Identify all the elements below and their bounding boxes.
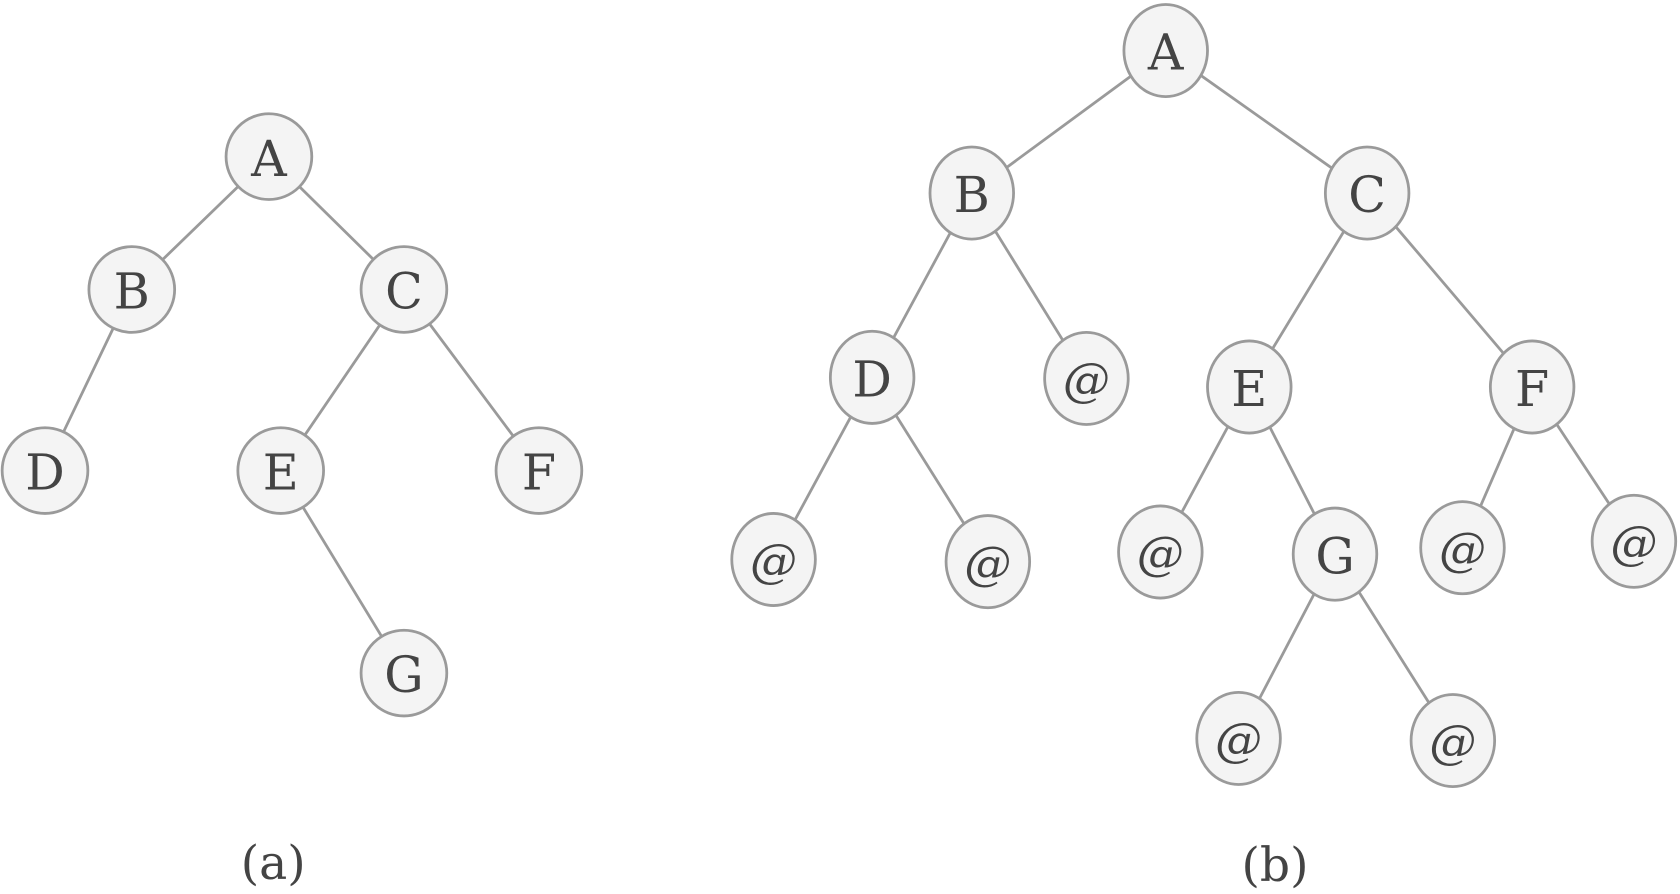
node-circle — [828, 329, 916, 425]
node-circle — [730, 512, 817, 607]
node-circle — [0, 426, 90, 515]
node-label: B — [114, 263, 150, 321]
node-label: B — [954, 166, 990, 224]
node-circle — [1122, 3, 1209, 99]
node-label: @ — [1137, 527, 1184, 582]
node-circle — [1195, 690, 1282, 786]
null-node: @ — [730, 512, 817, 607]
null-node: @ — [1409, 693, 1497, 789]
node-label: G — [384, 646, 423, 704]
node-circle — [87, 245, 177, 334]
null-node: @ — [1195, 690, 1282, 786]
node-circle — [1206, 339, 1293, 435]
node-label: A — [1147, 24, 1185, 82]
node-label: C — [1348, 166, 1386, 224]
tree-node-G: G — [359, 628, 449, 718]
node-circle — [928, 145, 1015, 241]
node-label: D — [852, 351, 892, 409]
node-circle — [1323, 145, 1411, 241]
node-label: @ — [1215, 713, 1262, 768]
node-label: G — [1315, 527, 1354, 585]
caption-a: (a) — [241, 836, 306, 891]
node-circle — [1419, 500, 1506, 596]
node-label: A — [250, 130, 288, 188]
tree-node-F: F — [1488, 339, 1576, 435]
node-label: @ — [750, 534, 797, 589]
null-node: @ — [1117, 504, 1204, 600]
node-circle — [1291, 506, 1379, 602]
tree-node-D: D — [0, 426, 90, 515]
node-label: @ — [1063, 353, 1110, 408]
tree-node-E: E — [1206, 339, 1293, 435]
node-circle — [1590, 493, 1678, 589]
node-circle — [236, 426, 325, 515]
node-label: F — [522, 444, 556, 502]
node-label: @ — [1429, 715, 1476, 770]
node-circle — [1117, 504, 1204, 600]
null-node: @ — [944, 514, 1032, 610]
node-circle — [944, 514, 1032, 610]
node-circle — [224, 112, 314, 201]
null-node: @ — [1043, 330, 1130, 426]
tree-node-B: B — [87, 245, 177, 334]
tree-node-C: C — [359, 245, 449, 334]
node-label: E — [1231, 360, 1267, 418]
tree-node-A: A — [1122, 3, 1209, 99]
tree-node-F: F — [494, 426, 584, 515]
node-label: @ — [964, 536, 1011, 591]
node-label: E — [263, 444, 299, 502]
tree-node-A: A — [224, 112, 314, 201]
node-circle — [1488, 339, 1576, 435]
null-node: @ — [1590, 493, 1678, 589]
node-label: D — [25, 444, 65, 502]
tree-a: A B C D E F G (a) — [0, 112, 584, 891]
tree-node-D: D — [828, 329, 916, 425]
node-circle — [494, 426, 584, 515]
node-circle — [1409, 693, 1497, 789]
node-label: @ — [1610, 516, 1657, 571]
tree-node-E: E — [236, 426, 325, 515]
node-circle — [359, 245, 449, 334]
tree-node-B: B — [928, 145, 1015, 241]
tree-node-C: C — [1323, 145, 1411, 241]
node-label: C — [385, 263, 423, 321]
node-circle — [359, 628, 449, 718]
tree-b-extended: A B C D @ E F @ @ @ G @ @ @ @ (b) — [730, 3, 1678, 893]
node-label: F — [1515, 360, 1549, 418]
node-circle — [1043, 330, 1130, 426]
null-node: @ — [1419, 500, 1506, 596]
tree-node-G: G — [1291, 506, 1379, 602]
node-label: @ — [1439, 522, 1486, 577]
caption-b: (b) — [1242, 838, 1309, 893]
